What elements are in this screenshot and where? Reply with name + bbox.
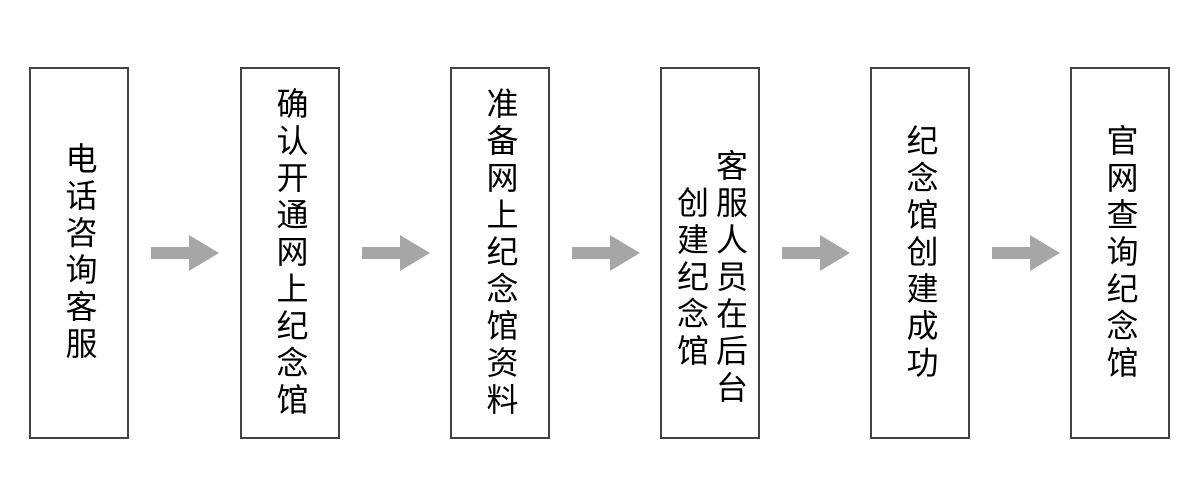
flow-node-step-3[interactable]: 准备网上纪念馆资料	[450, 67, 550, 439]
flow-node-step-1[interactable]: 电话咨询客服	[29, 67, 129, 439]
arrow-right-icon-1	[151, 235, 219, 271]
flow-node-step-6[interactable]: 官网查询纪念馆	[1070, 67, 1170, 439]
flow-node-label-step-5: 纪念馆创建成功	[901, 123, 940, 383]
arrow-right-icon-4	[782, 235, 850, 271]
arrow-right-icon-2	[362, 235, 430, 271]
flow-node-step-4[interactable]: 客服人员在后台创建纪念馆	[660, 67, 760, 439]
flow-node-label-step-2: 确认开通网上纪念馆	[271, 86, 310, 420]
flow-node-label-step-6: 官网查询纪念馆	[1101, 123, 1140, 383]
flow-node-label-step-1: 电话咨询客服	[60, 142, 99, 364]
flow-node-label-step-3: 准备网上纪念馆资料	[481, 86, 520, 420]
arrow-right-icon-3	[572, 235, 640, 271]
flow-node-step-2[interactable]: 确认开通网上纪念馆	[240, 67, 340, 439]
flow-node-step-5[interactable]: 纪念馆创建成功	[870, 67, 970, 439]
flow-node-label-step-4: 客服人员在后台创建纪念馆	[672, 148, 750, 408]
arrow-right-icon-5	[992, 235, 1060, 271]
